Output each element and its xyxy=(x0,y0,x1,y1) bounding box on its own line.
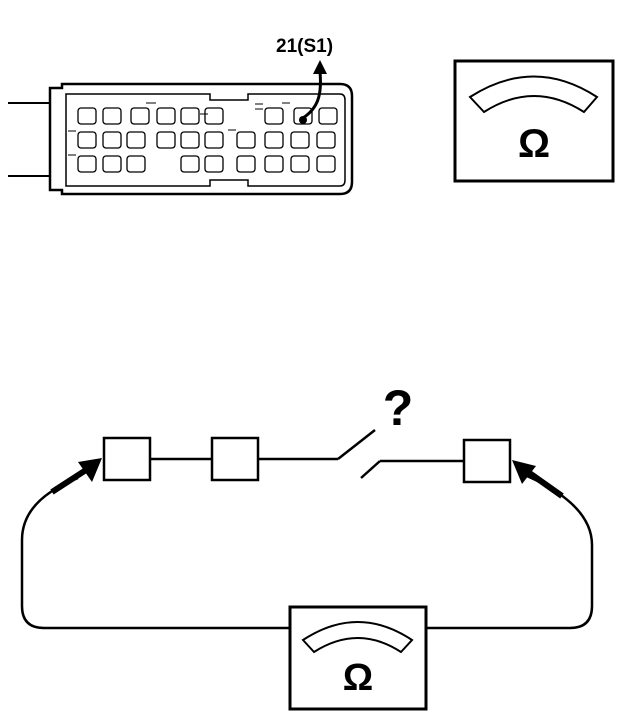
test-lead-right xyxy=(425,474,594,630)
connector-pin xyxy=(290,131,310,149)
pin-21-callout xyxy=(299,60,327,124)
connector-pin xyxy=(264,131,284,149)
test-lead-left xyxy=(20,476,292,630)
connector-pin xyxy=(316,131,336,149)
circuit xyxy=(20,429,594,630)
arrow-icon xyxy=(512,460,564,499)
connector-pin xyxy=(264,155,284,173)
connector-pin xyxy=(156,107,176,125)
connector-pin xyxy=(102,131,122,149)
connector-pin xyxy=(318,107,338,125)
connector-pin xyxy=(126,131,146,149)
connector-pin xyxy=(290,155,310,173)
connector-pin xyxy=(204,155,224,173)
connector-pin xyxy=(156,131,176,149)
connector-pin xyxy=(77,107,97,125)
question-mark-icon: ? xyxy=(383,380,414,436)
component-box-2 xyxy=(210,436,260,482)
connector-pin xyxy=(204,107,224,125)
connector-pin xyxy=(77,155,97,173)
pin-callout-label: 21(S1) xyxy=(276,36,333,57)
connector-pin xyxy=(180,107,200,125)
arrow-icon xyxy=(50,458,102,495)
switch-icon xyxy=(337,429,381,479)
connector-pin xyxy=(236,155,256,173)
connector-pin xyxy=(102,155,122,173)
connector-pin xyxy=(126,155,146,173)
component-box-1 xyxy=(102,436,152,482)
connector-pin xyxy=(180,131,200,149)
ohmmeter-icon xyxy=(453,59,615,183)
component-box-3 xyxy=(462,438,512,484)
connector-pin xyxy=(130,107,150,125)
arrow-icon xyxy=(313,60,327,74)
connector-icon xyxy=(8,82,354,196)
connector-pin xyxy=(236,131,256,149)
connector-pin xyxy=(180,155,200,173)
ohmmeter-symbol: Ω xyxy=(343,657,373,699)
connector-pin xyxy=(204,131,224,149)
connector-pin xyxy=(77,131,97,149)
connector-pin xyxy=(316,155,336,173)
connector-pin xyxy=(264,107,284,125)
ohmmeter-icon xyxy=(288,605,428,711)
connector-pin-grid xyxy=(77,107,338,173)
ohmmeter-symbol: Ω xyxy=(518,122,550,166)
connector-pin xyxy=(102,107,122,125)
